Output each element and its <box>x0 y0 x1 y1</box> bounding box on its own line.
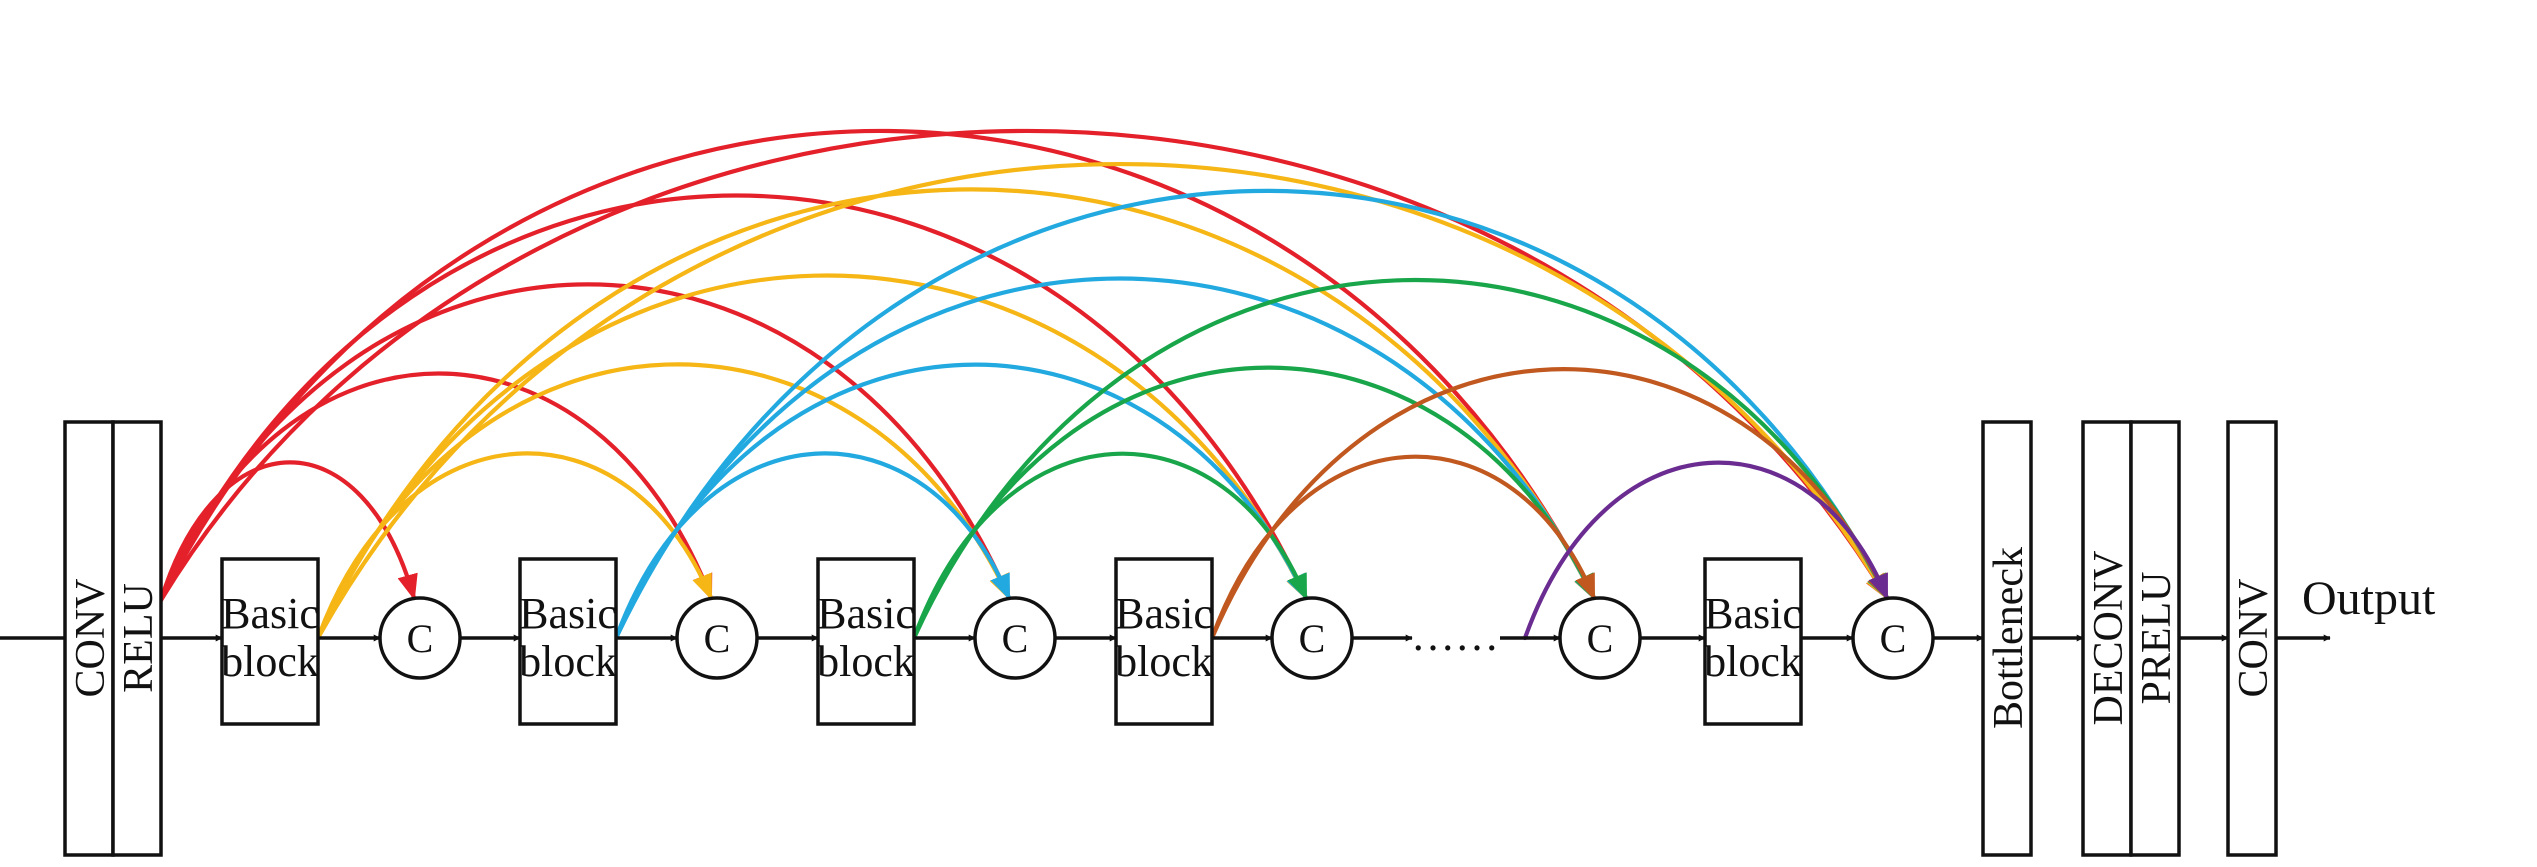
deconv-label: DECONV <box>2086 551 2132 726</box>
basic-block-5-label-line2: block <box>1704 637 1802 686</box>
ellipsis: …… <box>1411 611 1499 660</box>
skip-connections <box>158 128 1890 641</box>
skip-arc-relu-to-c6 <box>158 128 1890 603</box>
skip-arc-basic_block_4-to-c6 <box>1209 367 1890 641</box>
basic-block-1-label-line1: Basic <box>221 589 319 638</box>
concat-node-5-label: C <box>1587 616 1614 661</box>
conv-relu-block: CONV RELU <box>63 420 163 857</box>
basic-block-2-label-line1: Basic <box>519 589 617 638</box>
concat-node-1-label: C <box>407 616 434 661</box>
skip-arc-relu-to-c5 <box>158 129 1597 603</box>
conv-label: CONV <box>68 578 114 697</box>
output-conv-label: CONV <box>2231 578 2277 697</box>
relu-layer <box>111 420 163 857</box>
relu-label: RELU <box>116 583 162 693</box>
skip-arc-basic_block_2-to-c3 <box>613 451 1012 641</box>
basic-block-3-label-line1: Basic <box>817 589 915 638</box>
skip-arc-basic_block_3-to-c4 <box>911 451 1309 641</box>
basic-block-5-label-line1: Basic <box>1704 589 1802 638</box>
basic-block-3: Basic block <box>816 557 916 726</box>
concat-node-5: C <box>1558 596 1642 680</box>
basic-block-4-label-line2: block <box>1115 637 1213 686</box>
basic-block-5: Basic block <box>1703 557 1803 726</box>
concat-node-3: C <box>973 596 1057 680</box>
skip-arc-relu-to-c1 <box>158 460 418 603</box>
concat-node-1: C <box>378 596 462 680</box>
concat-node-6-label: C <box>1880 616 1907 661</box>
skip-arc-basic_block_3-to-c6 <box>911 278 1890 641</box>
output-conv-block: CONV <box>2226 420 2278 857</box>
bottleneck-block: Bottleneck <box>1981 420 2033 857</box>
basic-block-4: Basic block <box>1114 557 1214 726</box>
skip-arc-ellipsis-to-c6 <box>1522 460 1890 641</box>
basic-block-1: Basic block <box>220 557 320 726</box>
skip-arc-basic_block_2-to-c6 <box>613 188 1890 641</box>
skip-arc-relu-to-c3 <box>158 282 1012 603</box>
basic-block-2: Basic block <box>518 557 618 726</box>
basic-block-2-label-line2: block <box>519 637 617 686</box>
concat-node-6: C <box>1851 596 1935 680</box>
deconv-layer <box>2081 420 2133 857</box>
concat-node-2: C <box>675 596 759 680</box>
concat-node-3-label: C <box>1002 616 1029 661</box>
concat-node-4-label: C <box>1299 616 1326 661</box>
concat-node-4: C <box>1270 596 1354 680</box>
prelu-layer <box>2129 420 2181 857</box>
bottleneck-label: Bottleneck <box>1986 547 2032 729</box>
skip-arc-basic_block_1-to-c4 <box>315 273 1309 641</box>
deconv-prelu-block: DECONV PRELU <box>2081 420 2181 857</box>
basic-block-3-label-line2: block <box>817 637 915 686</box>
basic-block-4-label-line1: Basic <box>1115 589 1213 638</box>
prelu-label: PRELU <box>2134 571 2180 704</box>
output-label: Output <box>2302 572 2436 625</box>
skip-arc-basic_block_2-to-c5 <box>613 276 1597 641</box>
concat-node-2-label: C <box>704 616 731 661</box>
basic-block-1-label-line2: block <box>221 637 319 686</box>
skip-arc-basic_block_1-to-c5 <box>315 187 1597 641</box>
